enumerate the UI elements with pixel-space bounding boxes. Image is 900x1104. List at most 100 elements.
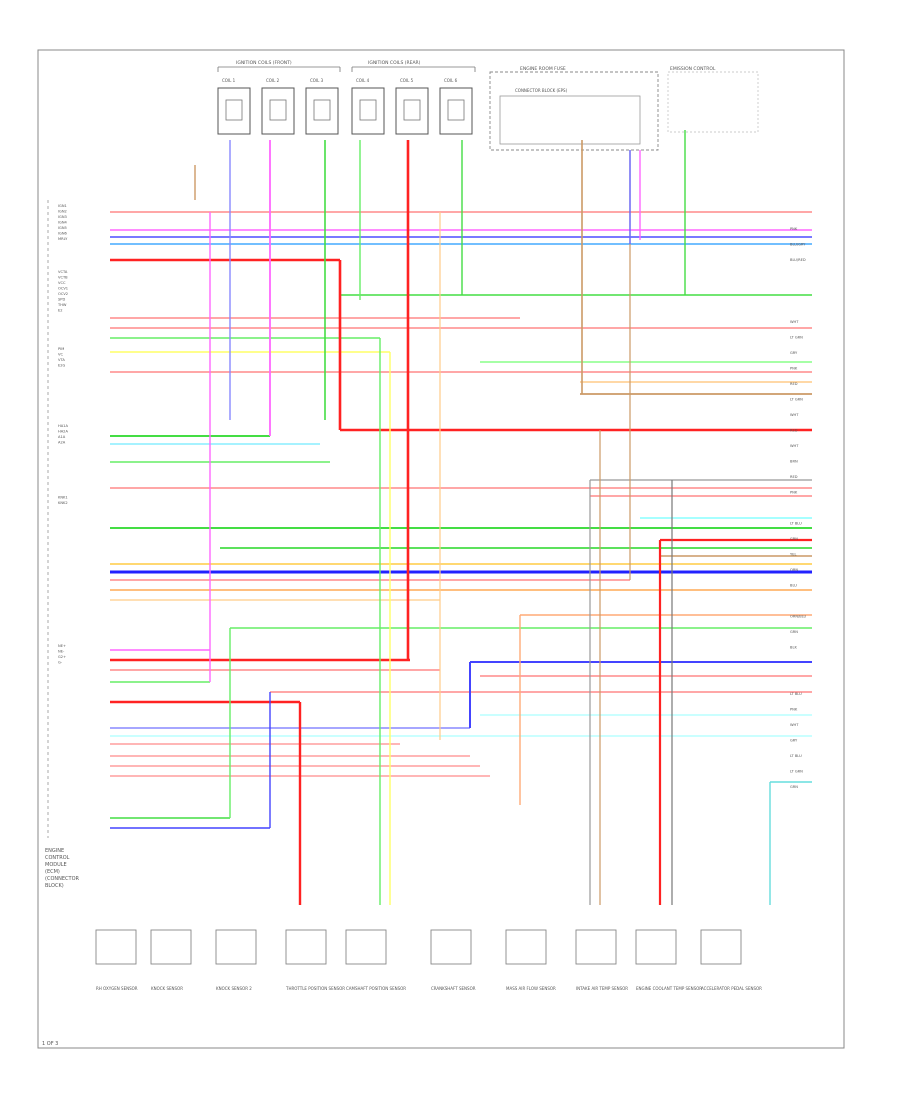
bottom-component: ENGINE COOLANT TEMP SENSOR xyxy=(635,929,702,991)
right-wire-label: RED xyxy=(790,475,798,479)
right-wire-label: WHT xyxy=(790,444,799,448)
ecm-pin-label: VTA xyxy=(58,358,65,362)
ignition-coil-label: COIL 4 xyxy=(356,78,370,83)
ecm-pin-label: HA2A xyxy=(58,430,68,434)
right-wire-label: PNK xyxy=(790,708,798,712)
ignition-coil: COIL 2 xyxy=(261,78,295,135)
top-fuse-block: ENGINE ROOM FUSE CONNECTOR BLOCK (EPS) xyxy=(489,66,659,151)
ignition-coil-label: COIL 5 xyxy=(400,78,414,83)
right-wire-label: RED xyxy=(790,429,798,433)
right-wire-label: LT BLU xyxy=(790,692,802,696)
right-wire-label: LT GRN xyxy=(790,770,803,774)
bottom-component-label: ACCELERATOR PEDAL SENSOR xyxy=(701,986,762,991)
top-group-rear: IGNITION COILS (REAR) xyxy=(351,60,476,72)
ecm-pin-label: A1A xyxy=(58,435,66,439)
top-group-rear-label: IGNITION COILS (REAR) xyxy=(368,60,421,66)
emission-fuse-block: EMISSION CONTROL xyxy=(667,66,759,133)
right-wire-label: LT BLU xyxy=(790,522,802,526)
ecm-pin-label: IGN6 xyxy=(58,232,68,236)
ecm-title-line: ENGINE xyxy=(45,848,64,854)
right-wire-label: BLU/GRY xyxy=(790,243,806,247)
ecm-pin-label: E2G xyxy=(58,364,66,368)
right-wire-label: BLU xyxy=(790,584,797,588)
ecm-title-line: MODULE xyxy=(45,862,67,868)
ecm-pin-label: MRLY xyxy=(58,237,68,241)
ecm-pin-label: KNK2 xyxy=(58,501,68,505)
right-wire-label: ORN xyxy=(790,568,798,572)
ignition-coil: COIL 6 xyxy=(439,78,473,135)
right-wire-label: PNK xyxy=(790,491,798,495)
ecm-pin-label: VCTB xyxy=(58,276,68,280)
right-wire-label: GRY xyxy=(790,739,798,743)
right-wire-label: LT GRN xyxy=(790,336,803,340)
bottom-components: RH OXYGEN SENSOR KNOCK SENSOR KNOCK SENSOR… xyxy=(95,929,762,991)
ignition-coil: COIL 1 xyxy=(217,78,251,135)
right-wire-label: BLU/RED xyxy=(790,258,806,262)
right-wire-label: PNK xyxy=(790,227,798,231)
ecm-pin-label: THW xyxy=(57,303,67,307)
bottom-component-label: RH OXYGEN SENSOR xyxy=(96,986,138,991)
ecm-pin-label: SPD xyxy=(58,298,65,302)
bottom-component-label: KNOCK SENSOR 2 xyxy=(216,986,252,991)
right-connector-labels: PNK BLU/GRY BLU/RED WHT LT GRN GRY PNK RED LT GR… xyxy=(790,227,807,789)
right-wire-label: BLK xyxy=(790,646,797,650)
bottom-component: THROTTLE POSITION SENSOR xyxy=(285,929,345,991)
bottom-component: INTAKE AIR TEMP SENSOR xyxy=(575,929,628,991)
diagram-frame xyxy=(37,49,845,1049)
bottom-component: ACCELERATOR PEDAL SENSOR xyxy=(700,929,762,991)
bottom-component-label: CAMSHAFT POSITION SENSOR xyxy=(346,986,406,991)
ecm-pin-label: IGN5 xyxy=(58,226,67,230)
bottom-component: KNOCK SENSOR 2 xyxy=(215,929,257,991)
right-wire-label: GRN xyxy=(790,785,798,789)
top-fuse-block-label: ENGINE ROOM FUSE xyxy=(520,66,566,72)
ignition-coil-label: COIL 6 xyxy=(444,78,458,83)
ecm-pin-label: IGN1 xyxy=(58,204,67,208)
ecm-pin-label: E2 xyxy=(58,309,63,313)
ecm-pin-label: A2A xyxy=(58,441,66,445)
ecm-pin-label: IGN3 xyxy=(58,215,67,219)
ecm-pin-label: NE+ xyxy=(58,644,66,648)
bottom-component: RH OXYGEN SENSOR xyxy=(95,929,138,991)
bottom-component: CAMSHAFT POSITION SENSOR xyxy=(345,929,406,991)
bottom-component: MASS AIR FLOW SENSOR xyxy=(505,929,556,991)
ecm-pin-label: KNK1 xyxy=(58,496,68,500)
ecm-pin-label: NE- xyxy=(58,650,65,654)
wire-harness xyxy=(110,130,812,905)
bottom-component-label: KNOCK SENSOR xyxy=(151,986,183,991)
ecm-pin-label: VCTA xyxy=(58,270,68,274)
right-wire-label: RED xyxy=(790,382,798,386)
ecm-title-line: (CONNECTOR xyxy=(45,876,79,882)
right-wire-label: YEL xyxy=(790,553,796,557)
ecm-pin-label: HA1A xyxy=(58,424,68,428)
ecm-pin-label: IGN4 xyxy=(58,221,68,225)
top-group-front-label: IGNITION COILS (FRONT) xyxy=(236,60,292,66)
ecm-title-line: BLOCK) xyxy=(45,883,64,889)
ecm-title-line: CONTROL xyxy=(45,855,70,861)
right-wire-label: BRN xyxy=(790,460,798,464)
ecm-title-line: (ECM) xyxy=(45,869,60,875)
right-wire-label: LT BLU xyxy=(790,754,802,758)
bottom-component-label: MASS AIR FLOW SENSOR xyxy=(506,986,556,991)
top-fuse-block-sublabel: CONNECTOR BLOCK (EPS) xyxy=(515,88,568,93)
bottom-component-label: ENGINE COOLANT TEMP SENSOR xyxy=(636,986,702,991)
ecm-pin-label: VCC xyxy=(58,281,66,285)
right-wire-label: WHT xyxy=(790,723,799,727)
right-wire-label: GRN xyxy=(790,537,798,541)
top-group-front: IGNITION COILS (FRONT) xyxy=(217,60,341,72)
ecm-pin-label: OCV1 xyxy=(58,287,68,291)
right-wire-label: GRN xyxy=(790,630,798,634)
ignition-coil-label: COIL 2 xyxy=(266,78,280,83)
frame-label: 1 OF 3 xyxy=(42,1041,58,1047)
right-wire-label: WHT xyxy=(790,320,799,324)
bottom-component-label: INTAKE AIR TEMP SENSOR xyxy=(576,986,628,991)
bottom-component: CRANKSHAFT SENSOR xyxy=(430,929,476,991)
right-wire-label: ORN/BLU xyxy=(790,615,807,619)
ecm-pin-label: OCV2 xyxy=(58,292,68,296)
ecm-pin-label: IGN2 xyxy=(58,210,67,214)
bottom-component: KNOCK SENSOR xyxy=(150,929,192,991)
ecm-pin-label: G2+ xyxy=(58,655,66,659)
emission-fuse-block-label: EMISSION CONTROL xyxy=(670,66,716,72)
